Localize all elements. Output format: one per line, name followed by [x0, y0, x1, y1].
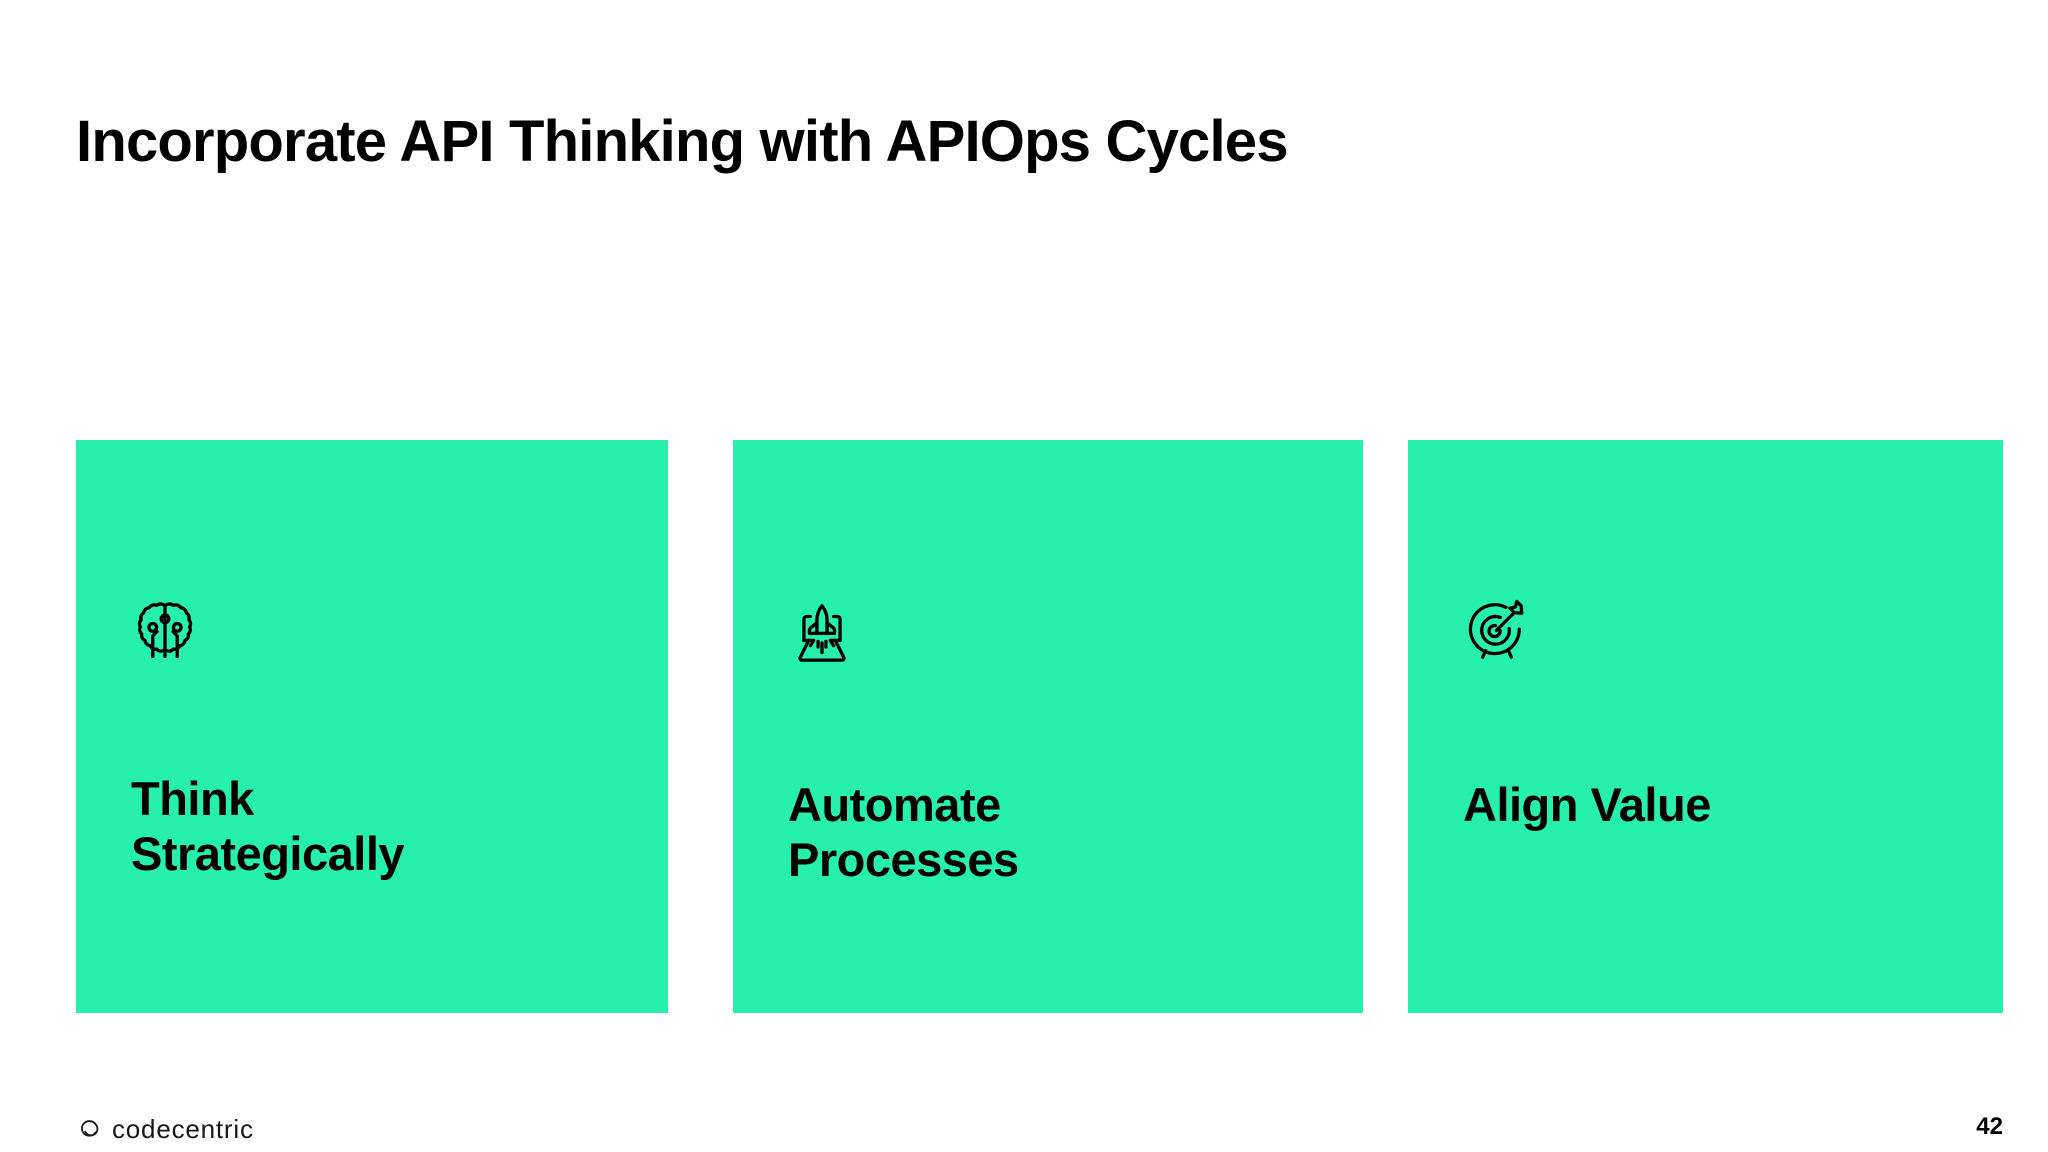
brand-logo: codecentric: [76, 1113, 254, 1145]
card-content: Automate Processes: [788, 440, 1333, 1013]
card-content: Align Value: [1463, 440, 1973, 1013]
cards-row: Think Strategically: [76, 440, 2003, 1013]
brain-circuit-icon: [131, 597, 199, 665]
card-think-strategically[interactable]: Think Strategically: [76, 440, 668, 1013]
target-arrow-icon: [1463, 597, 1531, 665]
card-align-value[interactable]: Align Value: [1408, 440, 2003, 1013]
page-number: 42: [1976, 1113, 2003, 1140]
card-content: Think Strategically: [131, 440, 638, 1013]
codecentric-swirl-icon: [76, 1116, 103, 1143]
card-heading: Think Strategically: [131, 772, 405, 880]
rocket-launch-icon: [788, 600, 856, 668]
page-title: Incorporate API Thinking with APIOps Cyc…: [76, 108, 1289, 174]
brand-logo-text: codecentric: [112, 1114, 254, 1144]
card-automate-processes[interactable]: Automate Processes: [733, 440, 1363, 1013]
card-heading: Automate Processes: [788, 778, 1019, 886]
card-heading: Align Value: [1463, 778, 1711, 831]
